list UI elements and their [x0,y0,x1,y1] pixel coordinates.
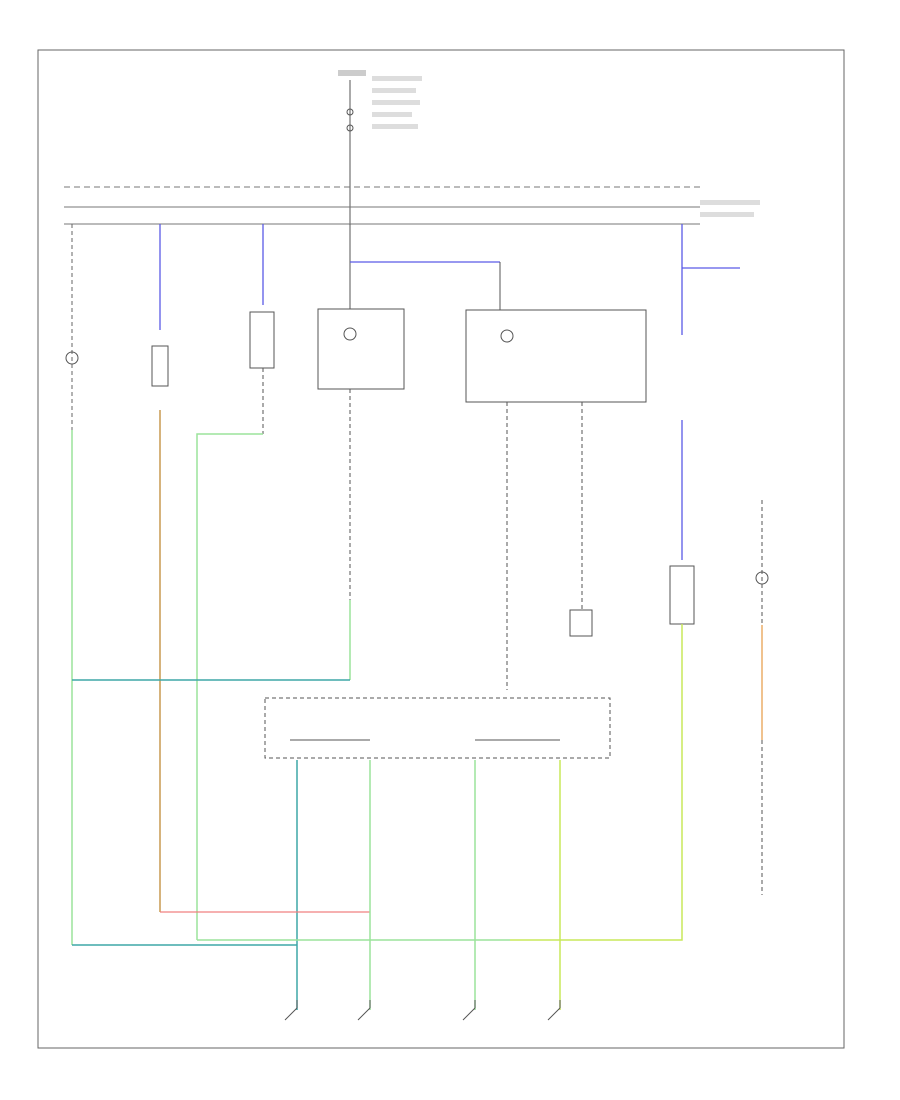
lamp-2-icon [151,345,169,387]
right-branch [510,224,769,941]
connector-box [569,609,593,637]
bottom-switches [284,1000,561,1021]
switch-box-left [249,311,275,369]
relay-box-1 [317,224,500,680]
lamp-1-icon [65,351,79,365]
lamp-right-icon [755,571,769,585]
relay-1-icon [343,327,357,341]
switch-1-icon [284,1000,298,1021]
relay-box-2 [465,262,647,690]
switch-3-icon [462,1000,476,1021]
top-fuse [338,70,422,240]
lower-wiring [72,679,561,1010]
switch-box-right [669,565,695,625]
diagram-border [37,49,845,1049]
left-branch [65,224,275,945]
switch-2-icon [357,1000,371,1021]
relay-2-icon [500,329,514,343]
bus-bars [64,186,760,225]
switch-4-icon [547,1000,561,1021]
module-box [264,697,611,759]
